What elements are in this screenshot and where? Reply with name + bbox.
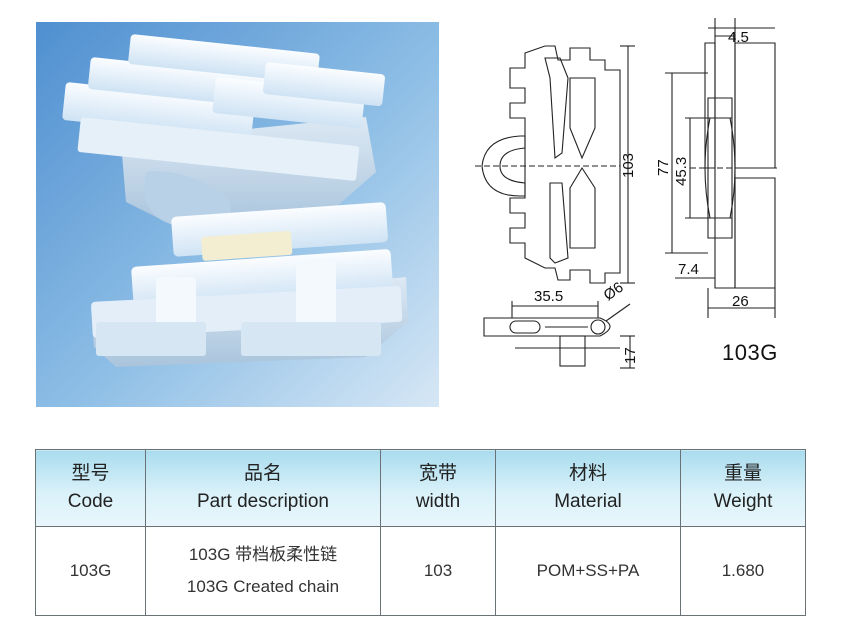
dim-base: 26 <box>732 293 749 310</box>
technical-drawing: 103 35.5 Ø6 17 4.5 77 45.3 7.4 26 <box>470 18 820 408</box>
model-code: 103G <box>722 340 778 365</box>
cell-width: 103 <box>380 526 496 616</box>
dim-pitch: 103 <box>620 153 637 178</box>
dim-top-width: 4.5 <box>728 29 749 46</box>
dim-inner: 45.3 <box>673 157 690 186</box>
dim-height: 77 <box>655 159 672 176</box>
cell-weight: 1.680 <box>680 526 806 616</box>
product-photo <box>36 22 439 407</box>
side-view <box>665 18 780 318</box>
front-view <box>475 45 635 369</box>
table-row: 103G 103G 带档板柔性链 103G Created chain 103 … <box>35 526 806 616</box>
cell-description: 103G 带档板柔性链 103G Created chain <box>145 526 381 616</box>
dim-offset: 7.4 <box>678 261 699 278</box>
cell-code: 103G <box>35 526 146 616</box>
cell-material: POM+SS+PA <box>495 526 681 616</box>
chain-illustration <box>36 22 439 407</box>
chain-dimension-drawing: 103 35.5 Ø6 17 4.5 77 45.3 7.4 26 <box>475 18 780 369</box>
dim-length: 35.5 <box>534 288 563 305</box>
dim-depth: 17 <box>622 347 639 364</box>
